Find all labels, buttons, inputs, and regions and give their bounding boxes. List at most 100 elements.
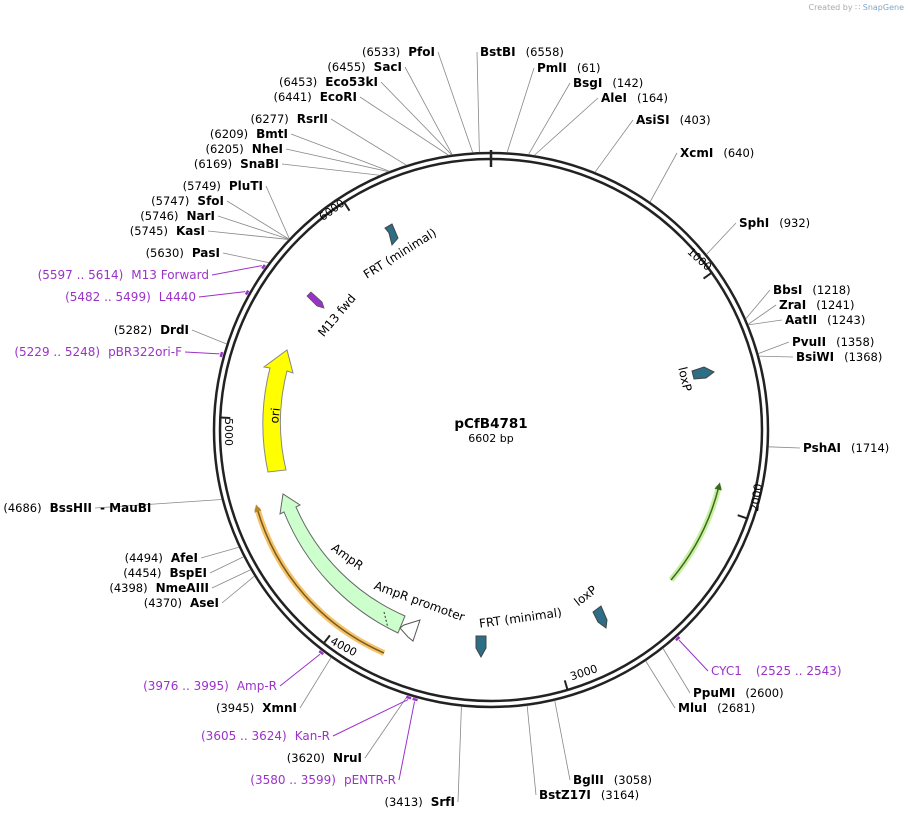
primer-label: (5482 .. 5499)L4440 — [65, 290, 196, 304]
restriction-site-label: MluI(2681) — [678, 701, 755, 715]
restriction-site-label: AleI(164) — [601, 91, 668, 105]
restriction-site-label: (6169)SnaBI — [194, 157, 279, 171]
restriction-site-label: AsiSI(403) — [636, 113, 711, 127]
orf-arc-yellow-inner — [254, 504, 385, 654]
ori-label: ori — [267, 407, 283, 424]
tick-mark — [322, 634, 331, 644]
restriction-site-label: AatII(1243) — [785, 313, 865, 327]
credit-prefix: Created by — [808, 3, 853, 12]
restriction-site-label: PvuII(1358) — [792, 335, 874, 349]
restriction-site-label: BstBI(6558) — [480, 45, 564, 59]
restriction-site-label: (5282)DrdI — [114, 323, 189, 337]
site-leader-lines — [94, 51, 801, 803]
restriction-site-label: BstZ17I(3164) — [539, 788, 639, 802]
restriction-site-label: (3945)XmnI — [216, 701, 297, 715]
primer-leader — [198, 291, 246, 298]
site-leader — [404, 66, 453, 155]
primer-label: (5229 .. 5248)pBR322ori-F — [14, 345, 182, 359]
restriction-site-label: XcmI(640) — [680, 146, 754, 160]
restriction-site-label: (6533)PfoI — [362, 45, 435, 59]
primer-mark — [318, 650, 325, 656]
orf-arc-green-inner — [670, 482, 722, 581]
tick-label: 6000 — [317, 197, 347, 224]
primer-marks — [184, 264, 709, 781]
ori-feature — [262, 349, 294, 473]
loxp-right-label: loxP — [675, 366, 694, 393]
primer-leader — [678, 639, 709, 672]
restriction-site-label: BglII(3058) — [573, 773, 652, 787]
restriction-site-label: (4398)NmeAIII — [109, 581, 209, 595]
orf-arc-yellow — [254, 507, 386, 656]
snapgene-credit: Created by ∷ SnapGene — [809, 3, 904, 12]
credit-brand: SnapGene — [862, 3, 904, 12]
site-leader — [594, 119, 634, 173]
site-leader — [94, 499, 222, 509]
primer-label: (3580 .. 3599)pENTR-R — [250, 773, 396, 787]
site-leader — [457, 706, 462, 803]
loxp-right-feature — [691, 366, 715, 380]
restriction-site-label: (4686)BssHII — [3, 501, 92, 515]
site-leader — [759, 355, 794, 358]
site-leader — [299, 657, 332, 709]
site-leader — [281, 163, 380, 176]
site-leader — [437, 51, 474, 153]
site-leader — [528, 82, 571, 155]
site-leader — [222, 252, 270, 264]
tick-label: 2000 — [748, 483, 765, 513]
restriction-site-label: (4494)AfeI — [125, 551, 198, 565]
site-leader — [747, 304, 777, 325]
site-leader — [476, 51, 480, 153]
site-leader — [649, 152, 678, 203]
restriction-site-label: (5747)SfoI — [151, 194, 224, 208]
restriction-site-label: (3413)SrfI — [385, 795, 456, 809]
restriction-site-label: (6209)BmtI — [210, 127, 288, 141]
plasmid-name: pCfB4781 — [454, 416, 527, 432]
ampr-feature — [279, 493, 406, 634]
site-leader — [226, 200, 290, 240]
site-leader — [364, 695, 409, 759]
tick-mark — [737, 514, 748, 520]
restriction-site-label: BbsI(1218) — [773, 283, 851, 297]
restriction-site-label: (5749)PluTI — [183, 179, 263, 193]
restriction-site-label: (6453)Eco53kI — [279, 75, 378, 89]
tick-mark — [702, 271, 713, 280]
frt-bottom-label: FRT (minimal) — [478, 605, 562, 630]
site-leader — [207, 230, 289, 240]
ampr-divider — [383, 611, 389, 629]
site-leader — [533, 97, 599, 156]
site-leader — [748, 319, 783, 326]
restriction-site-label: (6277)RsrII — [251, 112, 328, 126]
restriction-site-label: ZraI(1241) — [779, 298, 854, 312]
primer-leader — [398, 701, 416, 781]
restriction-site-label: (3620)NruI — [287, 751, 362, 765]
restriction-site-label: (5746)NarI — [140, 209, 215, 223]
m13-fwd-feature — [306, 291, 325, 309]
primer-label: (3976 .. 3995)Amp-R — [143, 679, 277, 693]
orf-arc-green — [668, 485, 722, 582]
restriction-site-label: (6455)SacI — [327, 60, 402, 74]
restriction-site-label: (4370)AseI — [144, 596, 219, 610]
tick-mark — [563, 680, 569, 691]
primer-mark — [219, 351, 224, 358]
restriction-site-label: PmlI(61) — [537, 61, 601, 75]
restriction-site-label: BsgI(142) — [573, 76, 643, 90]
site-leader — [265, 185, 290, 239]
ampr-promoter-feature — [399, 619, 421, 642]
restriction-site-label: PshAI(1714) — [803, 441, 889, 455]
restriction-site-label: BsiWI(1368) — [796, 350, 882, 364]
primer-leader — [211, 265, 262, 276]
restriction-site-label: (6205)NheI — [206, 142, 283, 156]
restriction-site-labels: BstBI(6558) PmlI(61)BsgI(142)AleI(164) Asi… — [3, 45, 889, 809]
backbone-ring — [212, 150, 770, 709]
primer-mark — [261, 264, 266, 270]
site-leader — [662, 648, 691, 694]
site-leader — [745, 289, 771, 320]
snapgene-logo-icon: ∷ — [855, 3, 861, 12]
primer-label: (3605 .. 3624)Kan-R — [201, 729, 330, 743]
primer-mark — [244, 290, 250, 296]
site-leader — [526, 705, 537, 796]
site-leader — [209, 556, 244, 574]
site-leader — [330, 118, 407, 166]
loxp-bottom-label: loxP — [572, 583, 600, 609]
